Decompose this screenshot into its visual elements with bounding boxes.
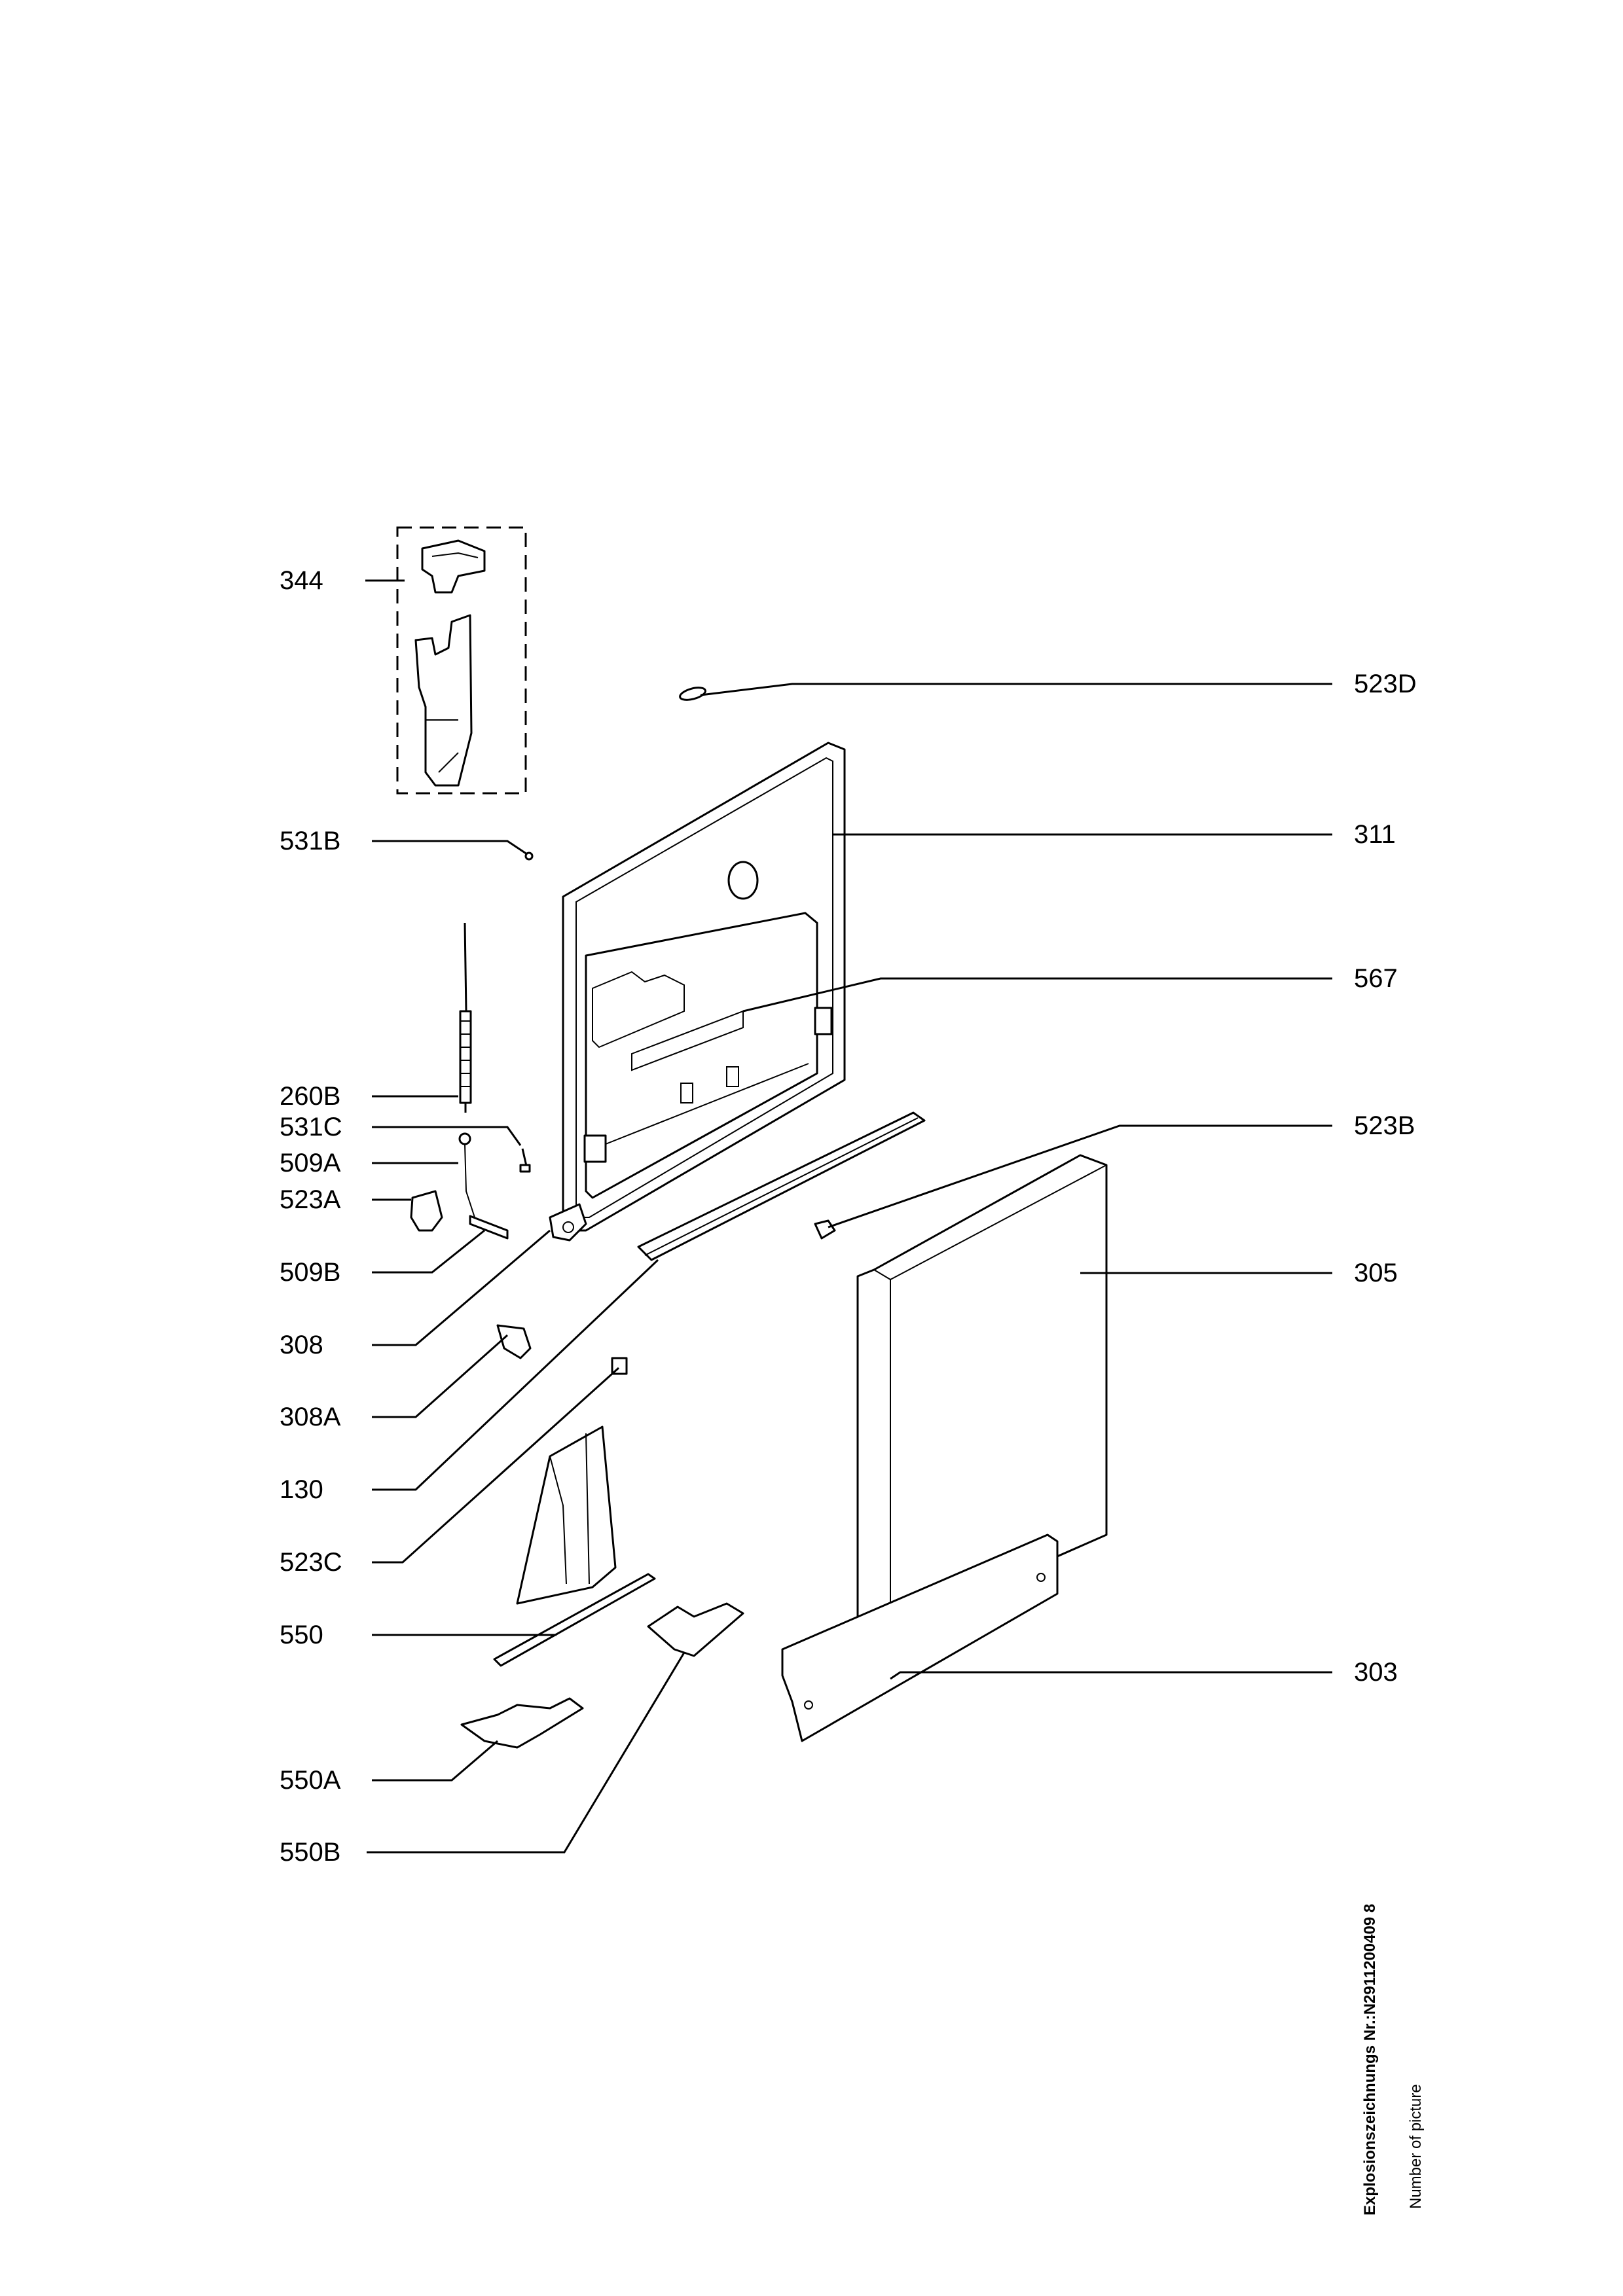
callout-550A: 550A [280,1766,341,1795]
callout-550B: 550B [280,1838,340,1867]
footer: Explosionszeichnungs Nr.:N2911200409 8 N… [1361,1904,1425,2215]
part-509A-cable [458,1132,475,1218]
leader-lines [365,579,1332,1854]
callout-531B: 531B [280,827,340,855]
part-311-inner-door [549,742,846,1242]
part-523B [814,1219,836,1240]
callout-523D: 523D [1354,670,1417,698]
part-550 [493,1426,656,1667]
callout-labels: 344 531B 260B 531C 509A 523A 509B 308 30… [280,566,1417,1867]
callout-550: 550 [280,1621,323,1649]
part-260B-spring [459,922,472,1113]
number-of-picture: Number of picture [1407,2084,1425,2209]
callout-130: 130 [280,1475,323,1504]
part-550B [647,1602,744,1657]
drawing-number: Explosionszeichnungs Nr.:N2911200409 8 [1361,1904,1379,2215]
part-305-door-panel [856,1154,1108,1634]
part-550A [460,1697,584,1749]
callout-509B: 509B [280,1258,340,1287]
callout-308: 308 [280,1331,323,1359]
part-531B [524,852,534,861]
callout-523C: 523C [280,1548,342,1577]
callout-305: 305 [1354,1259,1398,1287]
part-523A [410,1190,443,1232]
part-523D [679,687,706,701]
callout-567: 567 [1354,964,1398,993]
part-531C [519,1148,531,1173]
callout-303: 303 [1354,1658,1398,1687]
callout-523A: 523A [280,1185,341,1214]
part-344-group [396,526,527,795]
callout-311: 311 [1354,820,1396,849]
callout-260B: 260B [280,1082,340,1111]
callout-531C: 531C [280,1113,342,1141]
callout-344: 344 [280,566,323,595]
part-509B [469,1215,509,1240]
callout-509A: 509A [280,1149,341,1177]
part-130-rail [637,1111,926,1261]
part-303-plinth [781,1534,1059,1742]
part-308A [496,1324,532,1359]
callout-308A: 308A [280,1403,341,1431]
callout-523B: 523B [1354,1111,1415,1140]
